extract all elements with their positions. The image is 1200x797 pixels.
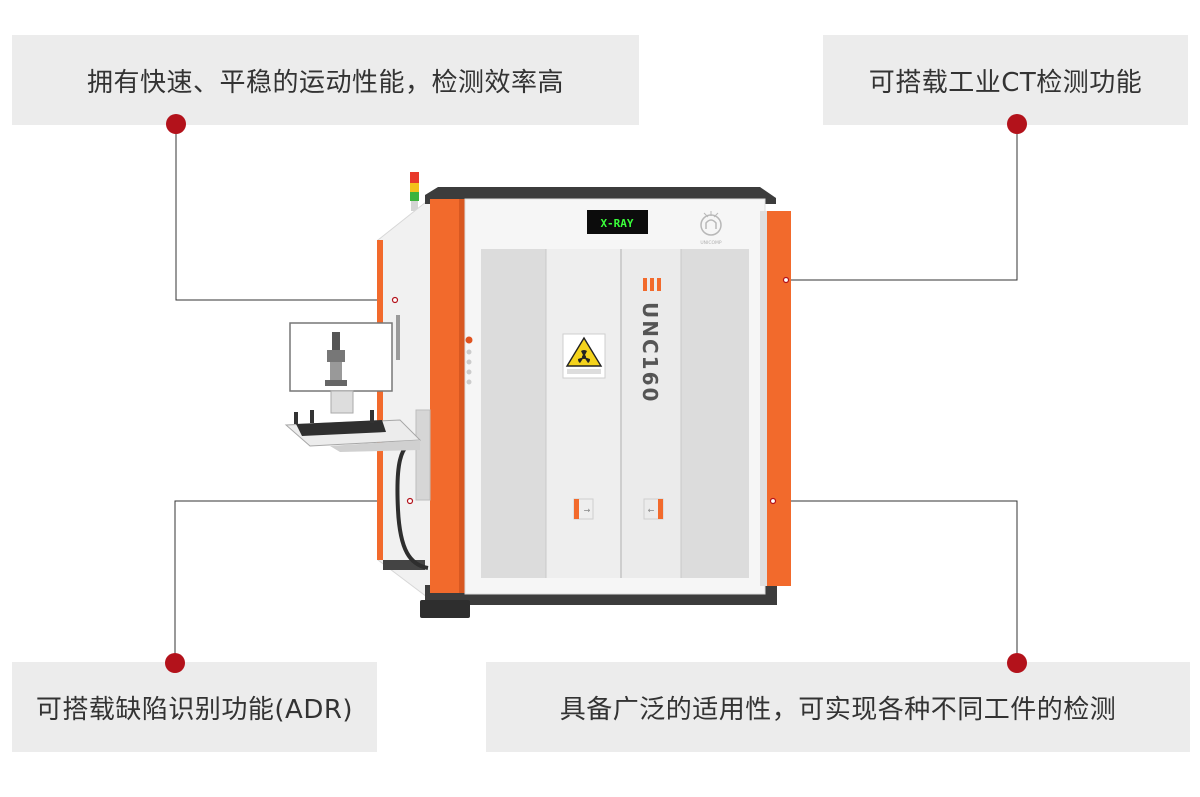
connector-lines bbox=[174, 124, 1018, 663]
callout-ct: 可搭载工业CT检测功能 bbox=[823, 35, 1188, 125]
connector-ct bbox=[786, 124, 1018, 281]
anchor-dot-versatility bbox=[769, 497, 777, 505]
anchor-dot-adr bbox=[406, 497, 414, 505]
side-orange-stripe bbox=[377, 240, 383, 560]
signal-light-red bbox=[410, 172, 419, 183]
brand-logo: UNICOMP bbox=[700, 211, 722, 246]
keyboard-tray bbox=[284, 410, 422, 452]
door-panel-center-right bbox=[621, 249, 681, 578]
radiation-warning-icon bbox=[562, 333, 606, 379]
signal-light-green bbox=[410, 192, 419, 201]
machine-side-panel bbox=[377, 196, 432, 602]
door-panel-right bbox=[681, 249, 749, 578]
svg-text:→: → bbox=[584, 506, 591, 515]
model-label: UNC160 bbox=[638, 302, 662, 403]
door-panel-left bbox=[481, 249, 546, 578]
signal-light-yellow bbox=[410, 183, 419, 192]
xray-display bbox=[587, 210, 648, 234]
door-handle-right: ← bbox=[643, 498, 664, 520]
marker-dot-ct bbox=[1007, 114, 1027, 134]
anchor-dot-speed bbox=[391, 296, 399, 304]
anchor-dot-ct bbox=[782, 276, 790, 284]
marker-dot-speed bbox=[166, 114, 186, 134]
operator-monitor bbox=[289, 322, 393, 392]
callout-versatility: 具备广泛的适用性，可实现各种不同工件的检测 bbox=[486, 662, 1190, 752]
door-panel-center-left bbox=[546, 249, 621, 578]
connector-versatility bbox=[773, 500, 1018, 663]
marker-dots bbox=[165, 114, 1027, 673]
xray-display-text: X-RAY bbox=[600, 217, 633, 230]
callout-speed: 拥有快速、平稳的运动性能，检测效率高 bbox=[12, 35, 639, 125]
connector-adr bbox=[174, 500, 410, 663]
connector-speed bbox=[175, 124, 395, 301]
callout-adr: 可搭载缺陷识别功能(ADR) bbox=[12, 662, 377, 752]
svg-text:←: ← bbox=[648, 506, 655, 515]
marker-dot-adr bbox=[165, 653, 185, 673]
right-orange-column bbox=[765, 211, 791, 586]
xray-machine: X-RAY UNICOMP UNC160 bbox=[284, 172, 791, 618]
svg-text:UNICOMP: UNICOMP bbox=[700, 240, 722, 246]
marker-dot-versatility bbox=[1007, 653, 1027, 673]
door-handle-left: → bbox=[573, 498, 594, 520]
